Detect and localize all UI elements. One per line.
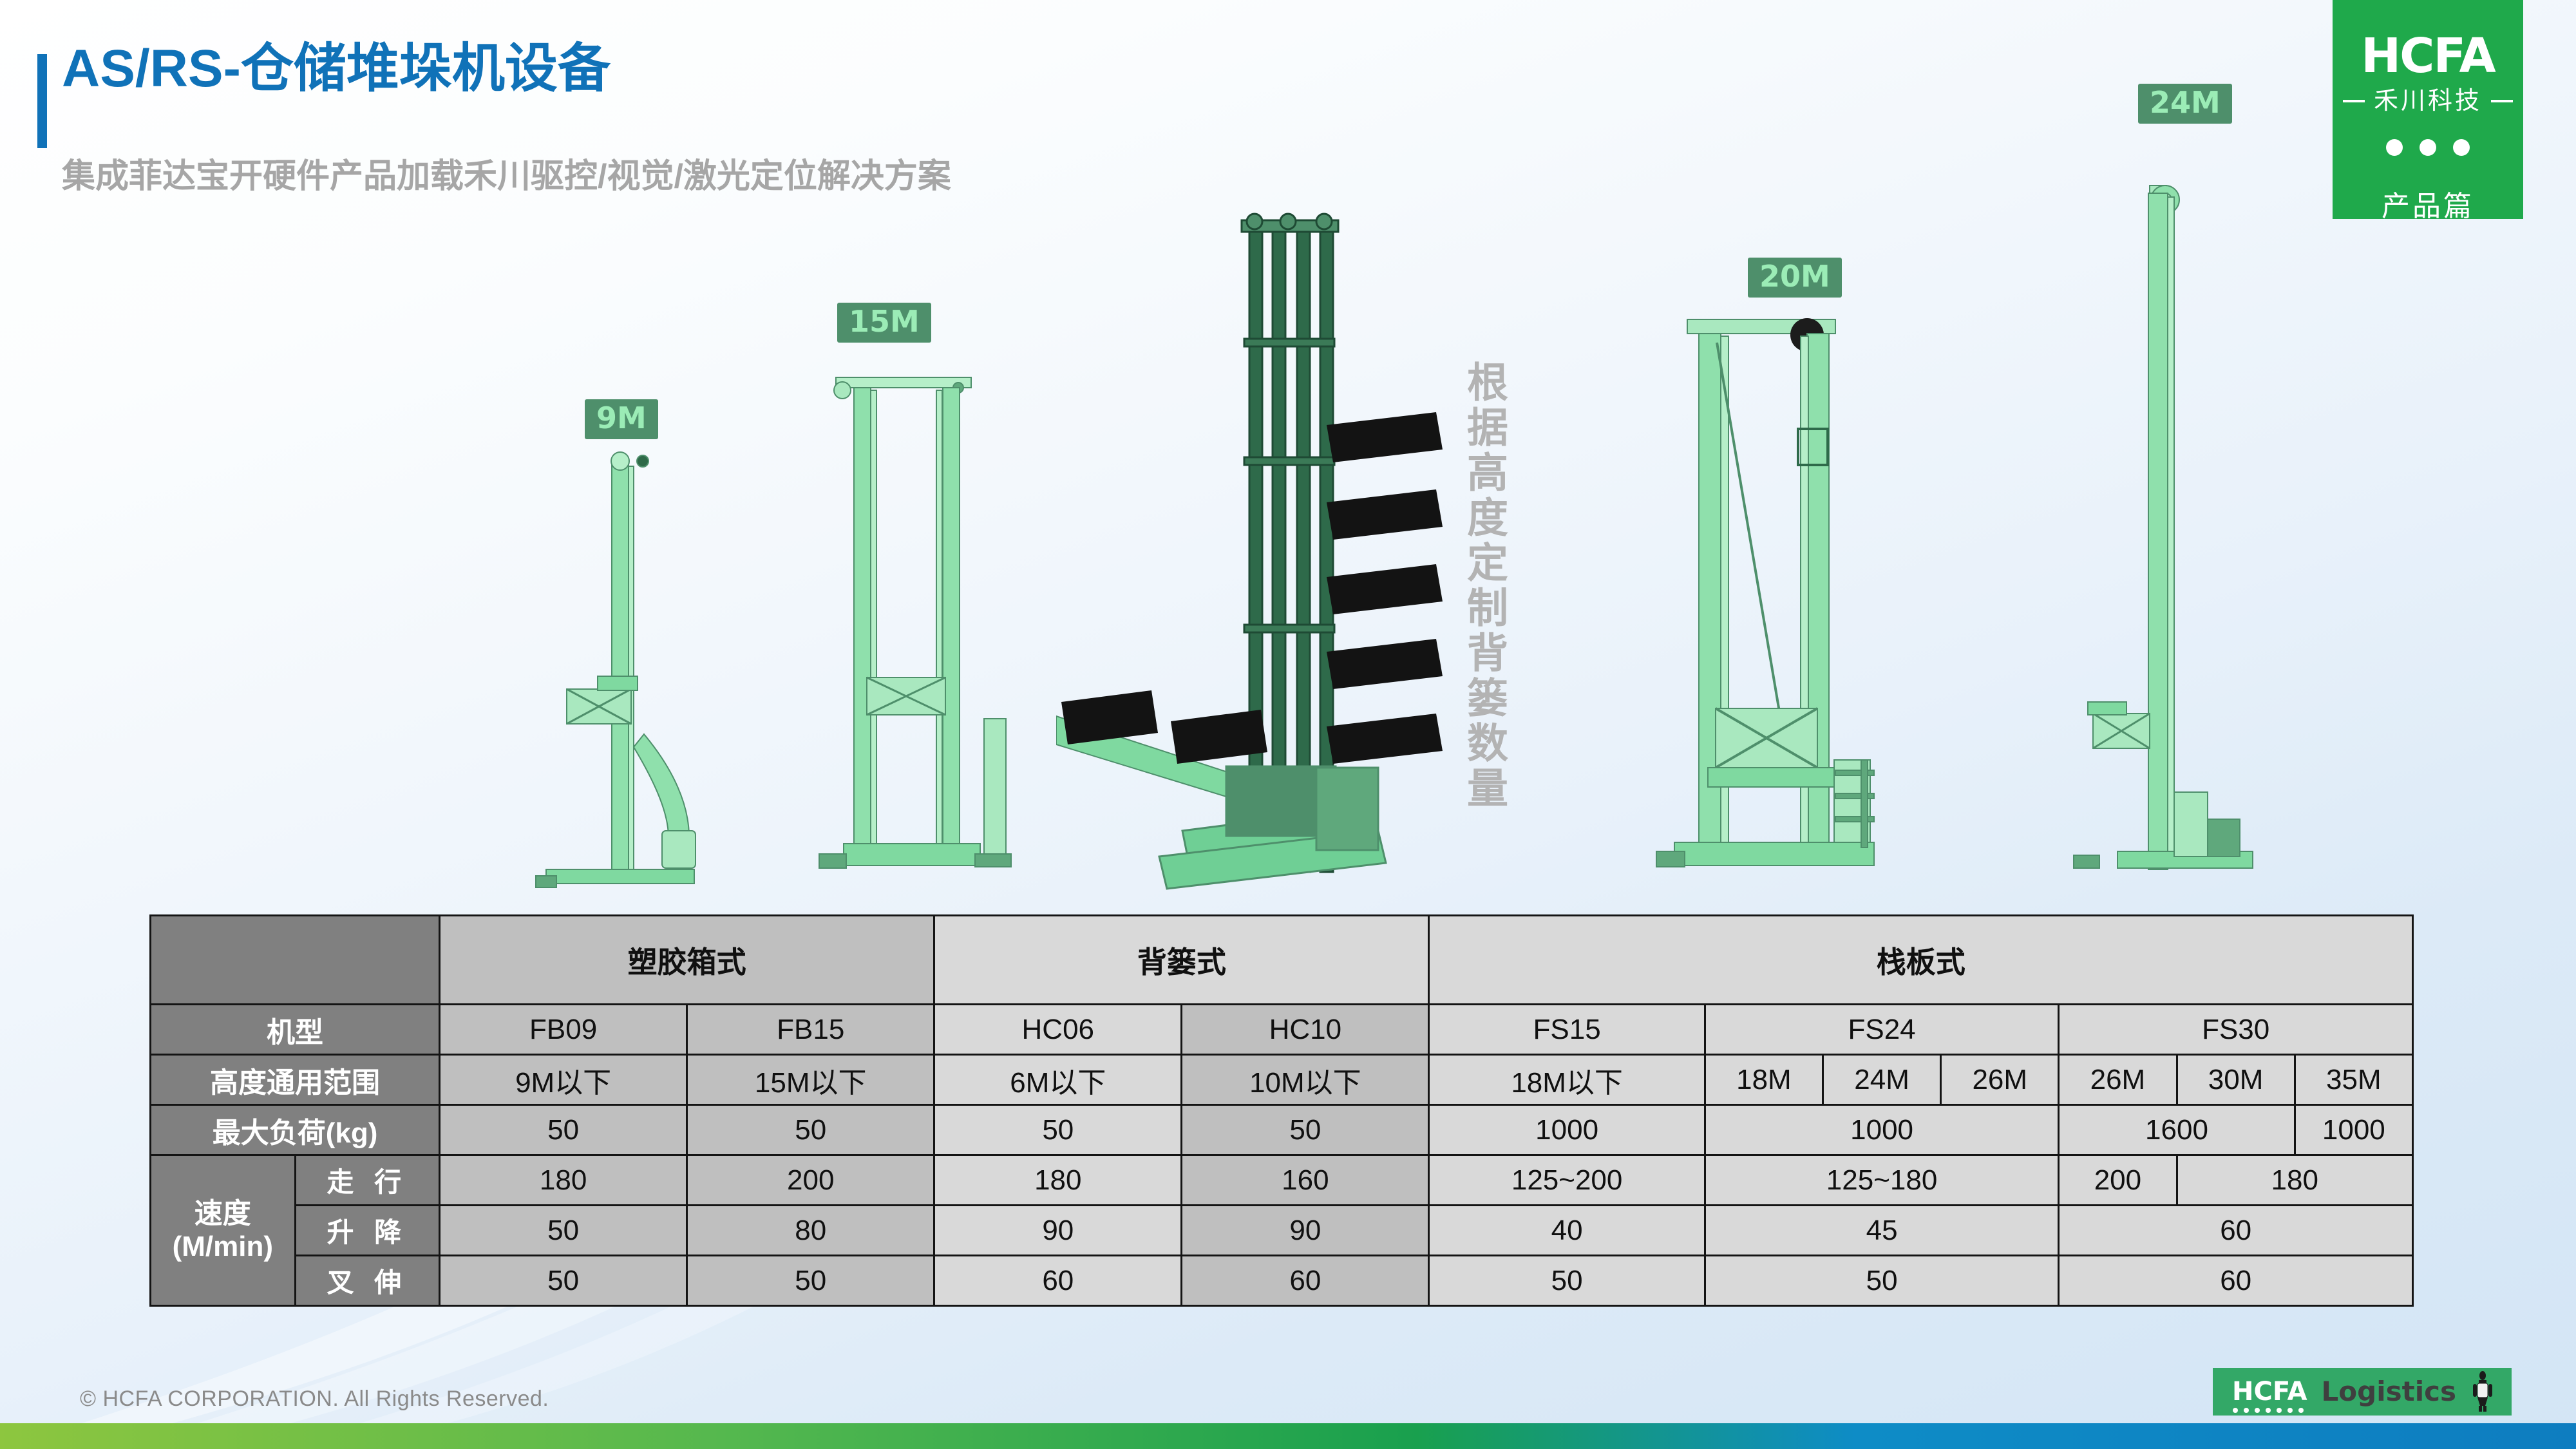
cell-height-hc10: 10M以下: [1180, 1054, 1430, 1106]
cell-lift-fs30: 60: [2058, 1204, 2414, 1256]
logistics-hcfa-logo: HCFA: [2232, 1377, 2307, 1413]
vertical-note: 根据高度定制背篓数量: [1461, 361, 1508, 811]
cell-height-fs30-30m: 30M: [2175, 1054, 2296, 1106]
cell-fork-fs24: 50: [1703, 1255, 2060, 1307]
cell-model-fs15: FS15: [1428, 1003, 1706, 1056]
logistics-hcfa-text: HCFA: [2232, 1377, 2307, 1406]
table-row-speed-travel: 速度 (M/min) 走 行 180 200 180 160 125~200 1…: [149, 1154, 2414, 1307]
machine-label-24m: 24M: [2138, 84, 2232, 124]
machine-illustration-15m: [819, 377, 1012, 869]
logistics-dots-icon: [2233, 1408, 2304, 1413]
cell-height-fs24-26m: 26M: [1940, 1054, 2060, 1106]
table-row-height: 高度通用范围 9M以下 15M以下 6M以下 10M以下 18M以下 18M 2…: [149, 1054, 2414, 1106]
cell-model-fs30: FS30: [2058, 1003, 2414, 1056]
cell-load-hc10: 50: [1180, 1104, 1430, 1156]
cell-load-fb09: 50: [439, 1104, 688, 1156]
footer-color-band: [0, 1423, 2576, 1449]
cell-lift-hc10: 90: [1180, 1204, 1430, 1256]
cell-fork-fs30: 60: [2058, 1255, 2414, 1307]
cell-fork-hc06: 60: [933, 1255, 1183, 1307]
cell-lift-fb15: 80: [686, 1204, 936, 1256]
spec-table: 塑胶箱式 背篓式 栈板式 机型 FB09 FB15 HC06 HC10 FS15…: [149, 914, 2414, 1307]
cell-travel-fb09: 180: [439, 1154, 688, 1206]
cell-model-hc06: HC06: [933, 1003, 1183, 1056]
table-row-speed-fork: 叉 伸 50 50 60 60 50 50 60: [151, 1255, 2414, 1307]
cell-fork-hc10: 60: [1180, 1255, 1430, 1307]
cell-load-fs24: 1000: [1703, 1104, 2060, 1156]
table-row-speed-lift: 升 降 50 80 90 90 40 45 60: [151, 1204, 2414, 1256]
machine-label-15m: 15M: [837, 303, 931, 343]
brand-badge: HCFA 禾川科技 产品篇: [2333, 0, 2523, 222]
row-sublabel-travel: 走 行: [294, 1154, 441, 1206]
cell-travel-hc06: 180: [933, 1154, 1183, 1206]
copyright-text: © HCFA CORPORATION. All Rights Reserved.: [80, 1387, 549, 1411]
cell-model-fb15: FB15: [686, 1003, 936, 1056]
row-label-speed-text: 速度 (M/min): [172, 1197, 273, 1262]
cell-travel-fs30-180: 180: [2175, 1154, 2414, 1206]
row-sublabel-fork: 叉 伸: [294, 1255, 441, 1307]
cell-height-fb15: 15M以下: [686, 1054, 936, 1106]
cell-model-fb09: FB09: [439, 1003, 688, 1056]
row-label-speed: 速度 (M/min): [149, 1154, 296, 1307]
cell-lift-fb09: 50: [439, 1204, 688, 1256]
robot-icon: [2473, 1371, 2492, 1412]
cell-load-fb15: 50: [686, 1104, 936, 1156]
table-group-header-row: 塑胶箱式 背篓式 栈板式: [149, 914, 2414, 1005]
logistics-word-text: Logistics: [2321, 1376, 2456, 1407]
cell-height-hc06: 6M以下: [933, 1054, 1183, 1106]
row-label-model: 机型: [149, 1003, 441, 1056]
page-title: AS/RS-仓储堆垛机设备: [62, 39, 611, 98]
brand-cn-label: 禾川科技: [2373, 88, 2482, 115]
title-accent-bar: [37, 54, 47, 148]
table-row-model: 机型 FB09 FB15 HC06 HC10 FS15 FS24 FS30: [149, 1003, 2414, 1056]
cell-load-hc06: 50: [933, 1104, 1183, 1156]
machine-label-9m: 9M: [585, 399, 658, 439]
cell-model-fs24: FS24: [1703, 1003, 2060, 1056]
brand-rule-left: [2342, 100, 2365, 102]
cell-load-fs30-1000: 1000: [2293, 1104, 2414, 1156]
cell-travel-hc10: 160: [1180, 1154, 1430, 1206]
cell-height-fs24-24m: 24M: [1821, 1054, 1942, 1106]
hcfa-logo: HCFA: [2361, 28, 2496, 84]
cell-height-fb09: 9M以下: [439, 1054, 688, 1106]
row-label-height: 高度通用范围: [149, 1054, 441, 1106]
machine-illustration-basket: [1056, 213, 1443, 890]
cell-height-fs30-35m: 35M: [2293, 1054, 2414, 1106]
machine-illustration-24m: [2073, 185, 2253, 870]
cell-height-fs24-18m: 18M: [1703, 1054, 1824, 1106]
cell-lift-fs24: 45: [1703, 1204, 2060, 1256]
cell-lift-hc06: 90: [933, 1204, 1183, 1256]
machine-label-20m: 20M: [1748, 258, 1842, 298]
brand-section-label: 产品篇: [2382, 191, 2474, 222]
table-corner-cell: [149, 914, 441, 1005]
group-header-basket: 背篓式: [933, 914, 1430, 1005]
cell-travel-fs15: 125~200: [1428, 1154, 1706, 1206]
cell-travel-fs24: 125~180: [1703, 1154, 2060, 1206]
cell-load-fs30-1600: 1600: [2058, 1104, 2296, 1156]
cell-load-fs15: 1000: [1428, 1104, 1706, 1156]
machine-illustration-20m: [1656, 318, 1875, 867]
machine-illustration-9m: [535, 451, 696, 888]
cell-lift-fs15: 40: [1428, 1204, 1706, 1256]
brand-dots-icon: [2386, 139, 2470, 156]
row-sublabel-lift: 升 降: [294, 1204, 441, 1256]
cell-travel-fb15: 200: [686, 1154, 936, 1206]
page-subtitle: 集成菲达宝开硬件产品加载禾川驱控/视觉/激光定位解决方案: [62, 158, 951, 195]
cell-fork-fb15: 50: [686, 1255, 936, 1307]
hcfa-logistics-badge: HCFA Logistics: [2213, 1368, 2512, 1416]
cell-fork-fb09: 50: [439, 1255, 688, 1307]
brand-cn-row: 禾川科技: [2342, 88, 2513, 115]
brand-rule-right: [2491, 100, 2513, 102]
cell-height-fs15: 18M以下: [1428, 1054, 1706, 1106]
group-header-plastic-bin: 塑胶箱式: [439, 914, 936, 1005]
row-label-load: 最大负荷(kg): [149, 1104, 441, 1156]
cell-travel-fs30-200: 200: [2058, 1154, 2178, 1206]
cell-fork-fs15: 50: [1428, 1255, 1706, 1307]
table-row-load: 最大负荷(kg) 50 50 50 50 1000 1000 1600 1000: [149, 1104, 2414, 1156]
group-header-pallet: 栈板式: [1428, 914, 2414, 1005]
cell-height-fs30-26m: 26M: [2058, 1054, 2178, 1106]
cell-model-hc10: HC10: [1180, 1003, 1430, 1056]
